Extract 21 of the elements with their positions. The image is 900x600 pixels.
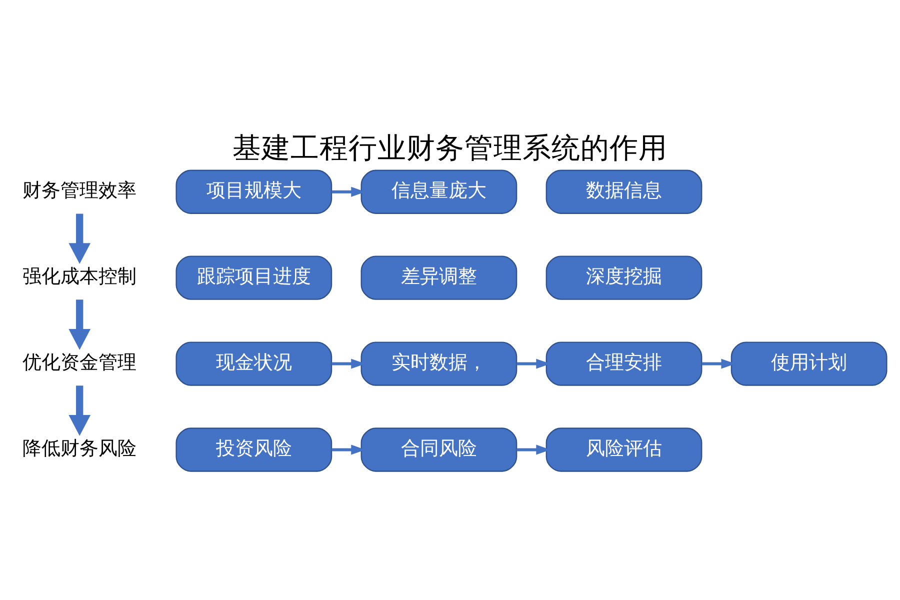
node-box: 实时数据，: [360, 341, 518, 386]
arrow: [68, 213, 91, 264]
node-text: 财务管理效率: [22, 178, 137, 201]
node-box: 投资风险: [176, 427, 332, 472]
node-box: 跟踪项目进度: [176, 255, 332, 300]
node-box: 现金状况: [176, 341, 332, 386]
node-text: 降低财务风险: [22, 436, 137, 459]
diagram-title: 基建工程行业财务管理系统的作用: [232, 130, 668, 164]
node-box: 合理安排: [546, 341, 702, 386]
node-box: 风险评估: [546, 427, 702, 472]
arrow: [68, 299, 91, 350]
node-box: 信息量庞大: [360, 169, 518, 214]
node-box: 深度挖掘: [546, 255, 702, 300]
node-box: 差异调整: [360, 255, 518, 300]
node-box: 项目规模大: [176, 169, 332, 214]
node-box: 数据信息: [546, 169, 702, 214]
node-text: 强化成本控制: [22, 264, 137, 287]
node-box: 合同风险: [360, 427, 518, 472]
node-box: 使用计划: [730, 341, 888, 386]
arrow: [68, 385, 91, 436]
node-text: 优化资金管理: [22, 350, 137, 373]
